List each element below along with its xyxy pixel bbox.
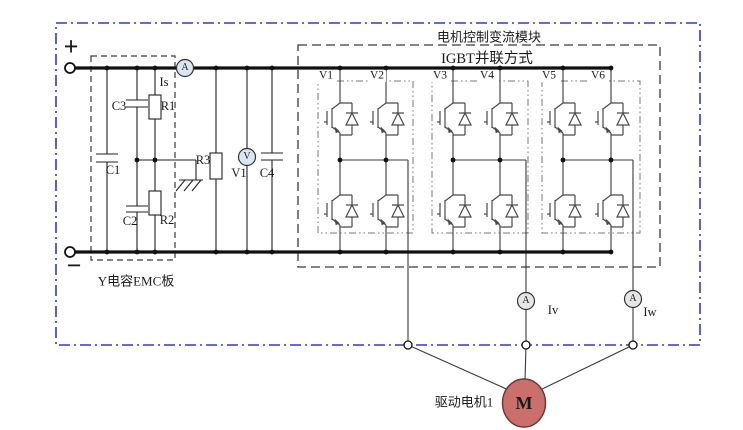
capacitor-c4-label: C4 [259, 165, 275, 180]
igbt-label-v1: V1 [316, 69, 336, 82]
igbt-legs [339, 68, 612, 252]
igbt-symbols [323, 94, 630, 238]
iw-ammeter-letter: A [629, 293, 637, 304]
ground-branch [137, 159, 197, 180]
junction-dots [104, 65, 614, 255]
emc-board-title: Y电容EMC板 [97, 273, 175, 289]
c4-capacitor-branch [261, 68, 283, 252]
igbt-label-v5: V5 [539, 69, 559, 82]
motor-name-label: 驱动电机1 [434, 394, 494, 410]
phase-v-terminal [521, 340, 531, 350]
igbt-label-v4: V4 [477, 69, 497, 82]
resistor-r1 [148, 94, 162, 120]
iv-ammeter-letter: A [522, 295, 530, 306]
motor-circle [501, 378, 547, 428]
resistor-r1-label: R1 [160, 98, 176, 113]
is-current-label: Is [159, 74, 169, 89]
plus-terminal-label: + [63, 32, 79, 61]
phase-w-output [563, 159, 634, 345]
system-boundary-box [55, 22, 701, 346]
resistor-r3 [209, 152, 223, 180]
resistor-r2 [148, 190, 162, 216]
dc-voltmeter-circle [237, 147, 257, 167]
voltmeter-v1-label: V1 [231, 165, 247, 180]
igbt-label-v3: V3 [430, 69, 450, 82]
capacitor-c1-label: C1 [105, 162, 121, 177]
motor-feed-lines [407, 344, 634, 392]
converter-module-box [297, 44, 661, 268]
iw-ammeter-circle [623, 289, 643, 309]
c1-capacitor-branch [96, 68, 118, 252]
dc-ammeter-circle [175, 58, 195, 78]
dc-ammeter-letter: A [181, 62, 189, 73]
dc-voltmeter-letter: V [243, 151, 251, 162]
resistor-r3-label: R3 [195, 152, 211, 167]
iv-current-label: Iv [547, 302, 559, 317]
resistor-r2-label: R2 [159, 212, 175, 227]
converter-module-title: 电机控制变流模块 [434, 29, 544, 45]
c3-c2-capacitor-branch [126, 68, 148, 252]
iv-ammeter-circle [516, 291, 536, 311]
ground-symbol [175, 179, 203, 192]
igbt-label-v2: V2 [367, 69, 387, 82]
minus-terminal-label: − [66, 251, 82, 280]
igbt-label-v6: V6 [588, 69, 608, 82]
converter-module-subtitle: IGBT并联方式 [441, 50, 533, 67]
motor-letter: M [515, 393, 533, 413]
capacitor-c3-label: C3 [111, 98, 127, 113]
negative-terminal [64, 246, 76, 258]
emc-board-box [90, 55, 176, 261]
igbt-group-2-box [431, 80, 529, 234]
capacitor-c2-label: C2 [122, 213, 138, 228]
iw-current-label: Iw [643, 304, 657, 319]
phase-w-terminal [628, 340, 638, 350]
phase-u-terminal [403, 340, 413, 350]
positive-terminal [64, 62, 76, 74]
igbt-group-1-box [317, 80, 414, 234]
